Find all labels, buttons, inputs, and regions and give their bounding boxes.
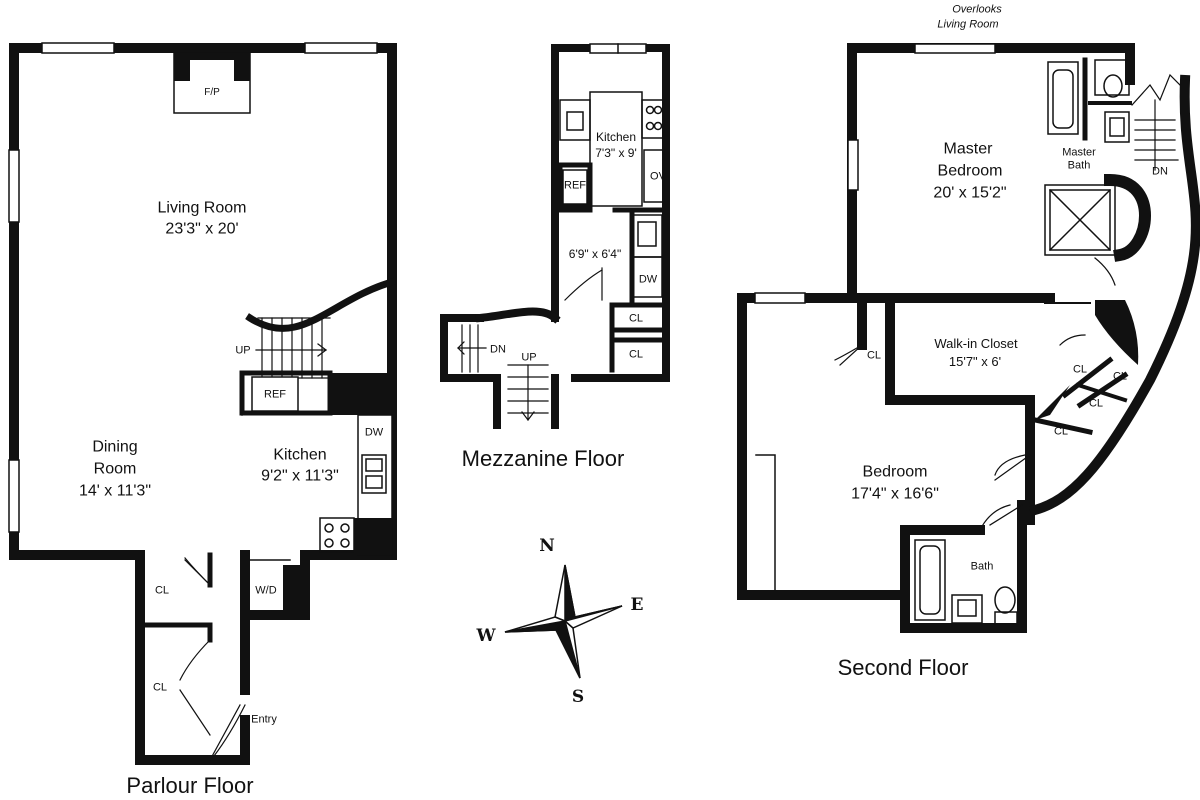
parlour-windows [8,42,378,533]
mezzanine-oven-label: OV [650,170,666,183]
mezzanine-dishwasher-label: DW [638,273,658,286]
dining-room-name-line2: Room [93,460,137,478]
parlour-curved-stair-wall [245,277,397,332]
mezzanine-closet-label-1: CL [628,312,644,325]
mezzanine-stair-up-label: UP [521,351,537,364]
overlooks-note-line2: Living Room [937,18,999,31]
dining-room-name-line1: Dining [92,438,138,456]
second-floor-windows [754,43,996,304]
closet-label-a: CL [1072,363,1088,376]
parlour-floor-title: Parlour Floor [126,772,254,798]
mezzanine-kitchen-name: Kitchen [595,129,637,144]
living-room-name: Living Room [157,199,247,217]
living-room-dimensions: 23'3" x 20' [165,220,239,238]
second-floor-stair-down-label: DN [1152,165,1168,178]
mezzanine-floor-title: Mezzanine Floor [461,445,625,471]
parlour-kitchen-dimensions: 9'2" x 11'3" [261,467,339,485]
compass-east-label: E [630,594,644,615]
second-floor-plan [737,43,1200,633]
mezzanine-closets [609,302,669,373]
closet-label-d: CL [1053,425,1069,438]
bedroom-name: Bedroom [862,463,928,481]
second-floor-staircase [1131,73,1181,171]
parlour-kitchen-name: Kitchen [273,446,327,464]
mezzanine-floor-plan [440,43,670,429]
second-floor-title: Second Floor [837,654,969,680]
bedroom-closet-label: CL [866,349,882,362]
mezzanine-windows [589,43,647,54]
walk-in-closet-name: Walk-in Closet [934,336,1018,352]
washer-dryer-label: W/D [255,584,277,597]
fireplace [173,52,251,114]
walk-in-closet-details [1032,300,1139,435]
entry-label: Entry [251,713,277,726]
compass-south-label: S [571,686,585,707]
mezzanine-kitchen-dimensions: 7'3" x 9' [595,145,637,160]
second-floor-door-swings [834,257,1116,531]
mezzanine-room-dimensions: 6'9" x 6'4" [568,246,622,261]
bath-label: Bath [970,560,994,573]
bedroom-dimensions: 17'4" x 16'6" [851,485,939,503]
mezzanine-closet-label-2: CL [628,348,644,361]
fireplace-label: F/P [204,87,220,98]
dining-room-dimensions: 14' x 11'3" [79,482,151,500]
mezzanine-fridge-label: REF [564,179,586,192]
parlour-floor-plan [8,42,397,765]
parlour-fridge-label: REF [264,388,286,401]
mezzanine-stair-down-label: DN [490,343,506,356]
mezzanine-kitchen-fixtures [552,91,669,303]
master-bedroom-dimensions: 20' x 15'2" [933,184,1007,202]
mezzanine-staircases [457,324,549,421]
parlour-closet-label-2: CL [152,681,168,694]
parlour-closets [137,552,305,643]
master-bedroom-name-line1: Master [943,140,993,158]
second-floor-curved-wall [1028,74,1200,517]
parlour-stair-up-label: UP [235,344,251,357]
parlour-door-swings [179,557,246,761]
compass-rose [504,564,623,679]
bedroom-fixtures [755,454,1018,625]
master-bedroom-name-line2: Bedroom [937,162,1003,180]
closet-label-c: CL [1088,397,1104,410]
parlour-kitchen-fixtures [239,370,393,556]
master-bath-label-line2: Bath [1067,159,1091,172]
overlooks-note-line1: Overlooks [952,3,1002,16]
mezzanine-door-swings [564,267,603,301]
walk-in-closet-dimensions: 15'7" x 6' [948,354,1002,370]
compass-north-label: N [539,535,555,556]
compass-west-label: W [476,625,496,646]
parlour-staircase [255,317,331,379]
parlour-dishwasher-label: DW [364,426,384,439]
master-bath-label-line1: Master [1062,146,1096,159]
master-bath-fixtures [1044,57,1151,262]
parlour-closet-label-1: CL [154,584,170,597]
closet-label-b: CL [1112,370,1128,383]
